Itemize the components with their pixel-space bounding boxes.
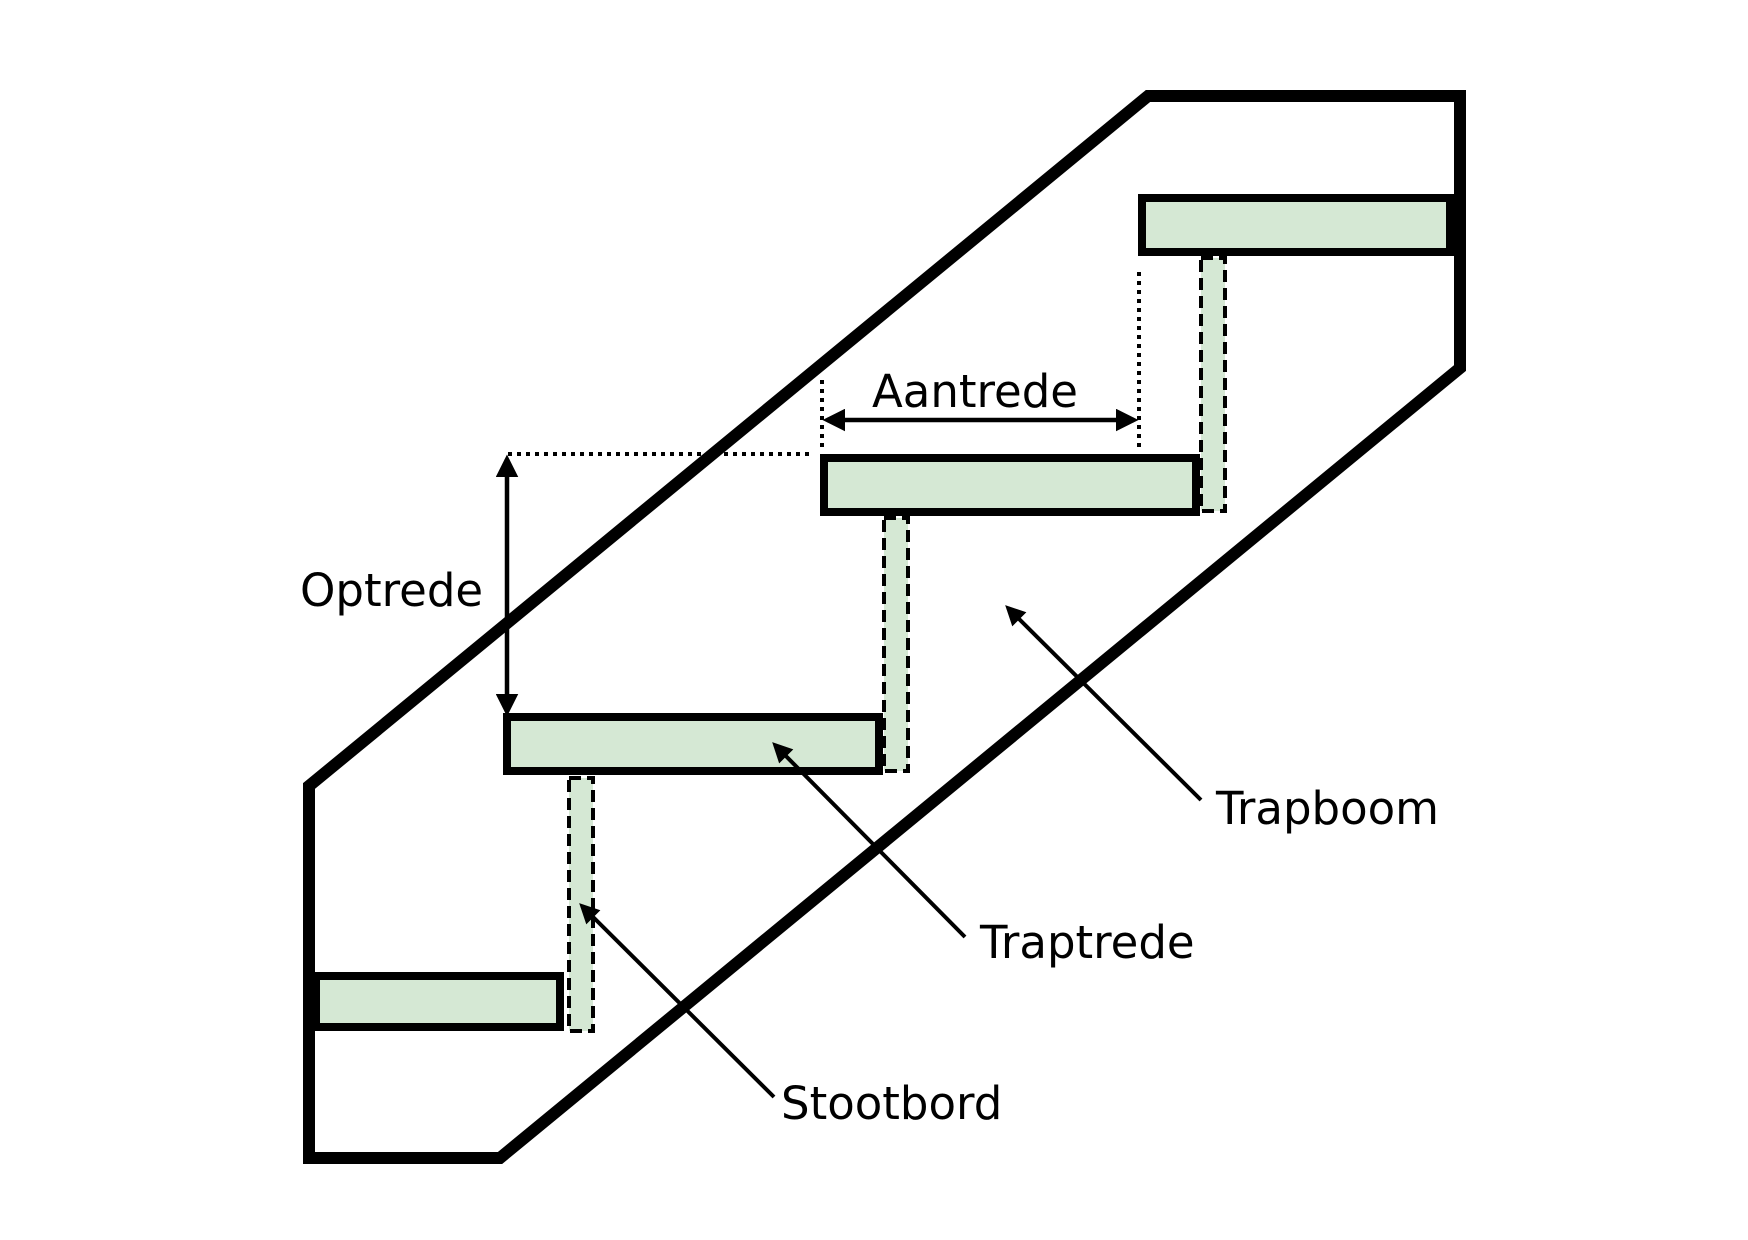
riser-label: Stootbord bbox=[781, 1077, 1002, 1130]
rise-label: Optrede bbox=[300, 564, 483, 617]
stringer-leader bbox=[1005, 605, 1203, 802]
tread-callout: Traptrede bbox=[772, 742, 1195, 969]
riser-1 bbox=[567, 776, 595, 1033]
tread-label: Traptrede bbox=[979, 916, 1195, 969]
riser-2 bbox=[882, 516, 910, 773]
riser-callout: Stootbord bbox=[579, 903, 1002, 1130]
going-dimension: Aantrede bbox=[820, 272, 1141, 448]
stringer-callout: Trapboom bbox=[1005, 605, 1439, 835]
tread-3 bbox=[820, 454, 1200, 516]
stringer-outline bbox=[303, 90, 1466, 1164]
rise-dimension: Optrede bbox=[300, 452, 814, 717]
tread-group bbox=[312, 194, 1454, 1031]
tread-2 bbox=[503, 713, 883, 775]
going-label: Aantrede bbox=[872, 365, 1078, 418]
riser-3 bbox=[1199, 256, 1227, 513]
tread-1 bbox=[312, 972, 564, 1031]
riser-group bbox=[567, 256, 1227, 1033]
riser-leader bbox=[579, 903, 776, 1099]
stringer-label: Trapboom bbox=[1215, 782, 1439, 835]
tread-4 bbox=[1138, 194, 1454, 256]
tread-leader bbox=[772, 742, 967, 939]
